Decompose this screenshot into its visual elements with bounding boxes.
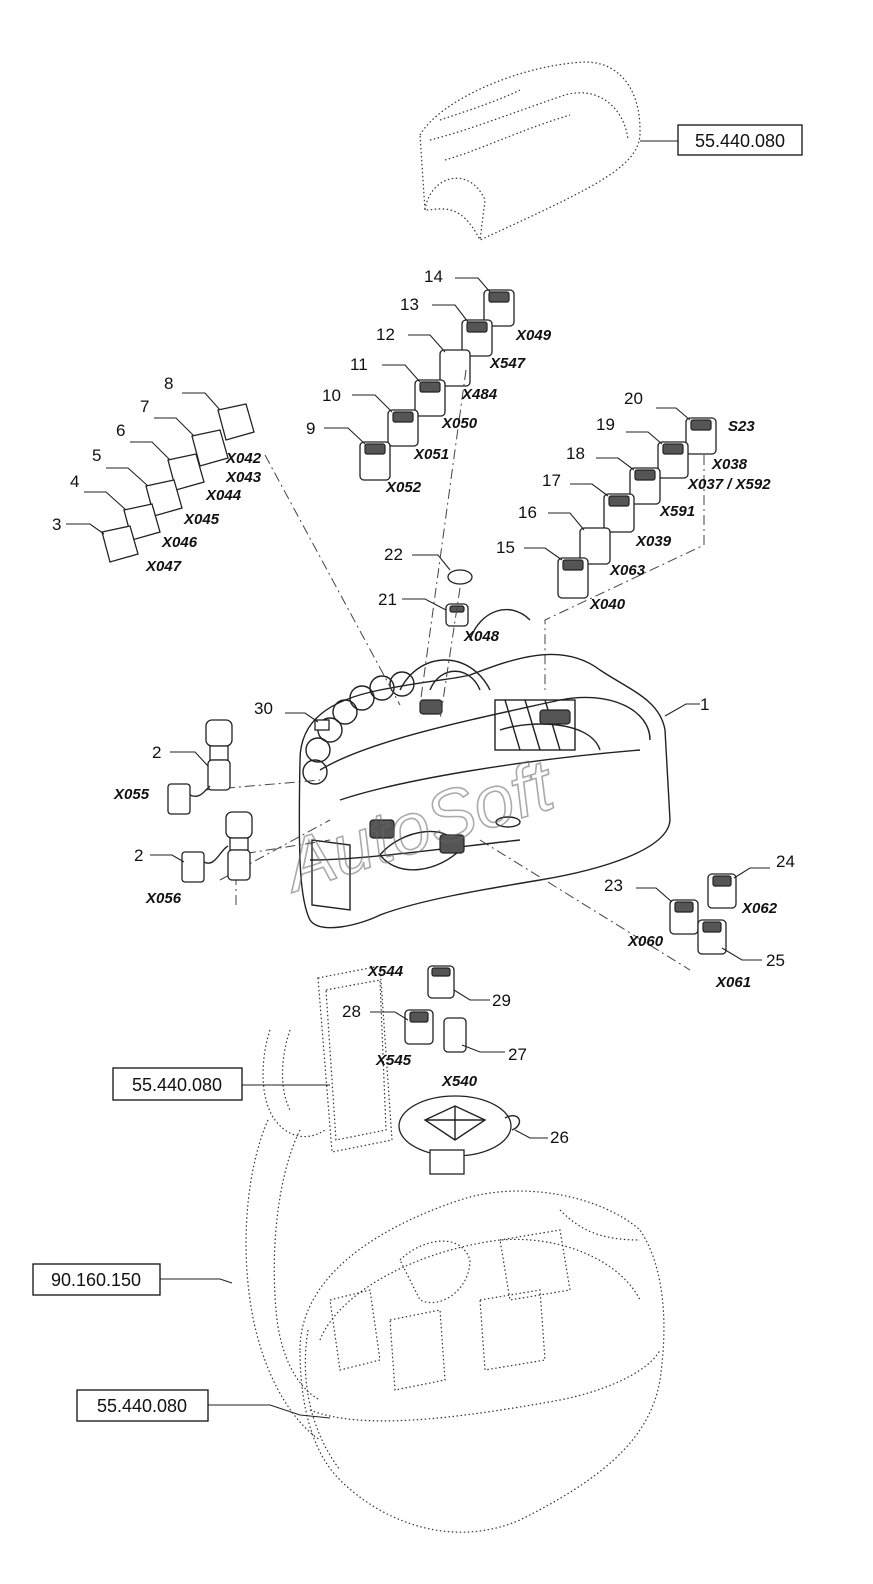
connector-x055[interactable]: X055: [113, 786, 150, 803]
callout-28[interactable]: 28: [342, 1002, 361, 1021]
callout-9[interactable]: 9: [306, 419, 315, 438]
connector-x043[interactable]: X043: [225, 469, 262, 486]
connector-x544[interactable]: X544: [367, 963, 404, 980]
connector-x042[interactable]: X042: [225, 450, 262, 467]
socket-lower: [181, 811, 253, 883]
connector-x547[interactable]: X547: [489, 355, 526, 372]
knob-and-cap: [445, 569, 473, 627]
connector-x038[interactable]: X038: [711, 456, 748, 473]
joystick-assembly: [245, 965, 393, 1441]
socket-upper: [167, 719, 233, 815]
switches-23-25: [669, 873, 737, 955]
switch-column-left: [101, 403, 255, 563]
ref-box-top-cover[interactable]: 55.440.080: [677, 124, 803, 156]
callout-25[interactable]: 25: [766, 951, 785, 970]
callout-3[interactable]: 3: [52, 515, 61, 534]
connector-s23[interactable]: S23: [728, 418, 755, 435]
callout-11[interactable]: 11: [350, 355, 368, 374]
callout-8[interactable]: 8: [164, 374, 173, 393]
switch-column-center: [359, 289, 515, 481]
callout-27[interactable]: 27: [508, 1045, 527, 1064]
callout-30[interactable]: 30: [254, 699, 273, 718]
callout-17[interactable]: 17: [542, 471, 561, 490]
leader-lines-left: [66, 392, 221, 535]
ref-joystick-label: 55.440.080: [132, 1075, 222, 1095]
armrest-cover: [419, 61, 641, 241]
callout-numbers: 1 2 2 3 4 5 6 7 8 9 10 11 12 13 14 15 16…: [52, 267, 795, 1147]
connector-x044[interactable]: X044: [205, 487, 242, 504]
callout-18[interactable]: 18: [566, 444, 585, 463]
bottom-housing: [299, 1190, 665, 1533]
callout-13[interactable]: 13: [400, 295, 419, 314]
ref-bottom-housing-label: 55.440.080: [97, 1396, 187, 1416]
connector-x045[interactable]: X045: [183, 511, 220, 528]
callout-5[interactable]: 5: [92, 446, 101, 465]
callout-15[interactable]: 15: [496, 538, 515, 557]
connector-x037-x592[interactable]: X037 / X592: [687, 476, 771, 493]
connector-x039[interactable]: X039: [635, 533, 672, 550]
callout-20[interactable]: 20: [624, 389, 643, 408]
callout-19[interactable]: 19: [596, 415, 615, 434]
callout-2-upper[interactable]: 2: [152, 743, 161, 762]
callout-24[interactable]: 24: [776, 852, 795, 871]
connector-x591[interactable]: X591: [659, 503, 695, 520]
callout-23[interactable]: 23: [604, 876, 623, 895]
ref-top-cover-label: 55.440.080: [695, 131, 785, 151]
connector-x062[interactable]: X062: [741, 900, 778, 917]
connector-labels: X042 X043 X044 X045 X046 X047 X049 X547 …: [113, 327, 778, 1090]
connector-x060[interactable]: X060: [627, 933, 664, 950]
connector-x056[interactable]: X056: [145, 890, 182, 907]
callout-22[interactable]: 22: [384, 545, 403, 564]
connector-x049[interactable]: X049: [515, 327, 552, 344]
ref-box-harness[interactable]: 90.160.150: [32, 1263, 161, 1296]
callout-12[interactable]: 12: [376, 325, 395, 344]
callout-21[interactable]: 21: [378, 590, 397, 609]
callout-16[interactable]: 16: [518, 503, 537, 522]
connector-x063[interactable]: X063: [609, 562, 646, 579]
connector-x484[interactable]: X484: [461, 386, 498, 403]
ref-harness-label: 90.160.150: [51, 1270, 141, 1290]
switch-column-right: [557, 417, 717, 599]
callout-10[interactable]: 10: [322, 386, 341, 405]
console-body: [298, 609, 671, 929]
callout-26[interactable]: 26: [550, 1128, 569, 1147]
item-30-clip: [285, 712, 330, 731]
callout-29[interactable]: 29: [492, 991, 511, 1010]
switches-27-29: [404, 965, 467, 1053]
callout-7[interactable]: 7: [140, 397, 149, 416]
connector-x061[interactable]: X061: [715, 974, 751, 991]
leader-lines-center: [324, 277, 491, 445]
callout-4[interactable]: 4: [70, 472, 79, 491]
connector-x545[interactable]: X545: [375, 1052, 412, 1069]
item-26-cap: [398, 1095, 521, 1175]
callout-14[interactable]: 14: [424, 267, 443, 286]
connector-x051[interactable]: X051: [413, 446, 449, 463]
connector-x047[interactable]: X047: [145, 558, 182, 575]
ref-box-bottom-housing[interactable]: 55.440.080: [76, 1389, 209, 1422]
connector-x046[interactable]: X046: [161, 534, 198, 551]
callout-6[interactable]: 6: [116, 421, 125, 440]
connector-x040[interactable]: X040: [589, 596, 626, 613]
connector-x050[interactable]: X050: [441, 415, 478, 432]
connector-x052[interactable]: X052: [385, 479, 422, 496]
ref-box-joystick[interactable]: 55.440.080: [112, 1067, 243, 1101]
connector-x048[interactable]: X048: [463, 628, 500, 645]
callout-2-lower[interactable]: 2: [134, 846, 143, 865]
callout-1[interactable]: 1: [700, 695, 709, 714]
leader-lines-right: [524, 407, 691, 561]
connector-x540[interactable]: X540: [441, 1073, 478, 1090]
